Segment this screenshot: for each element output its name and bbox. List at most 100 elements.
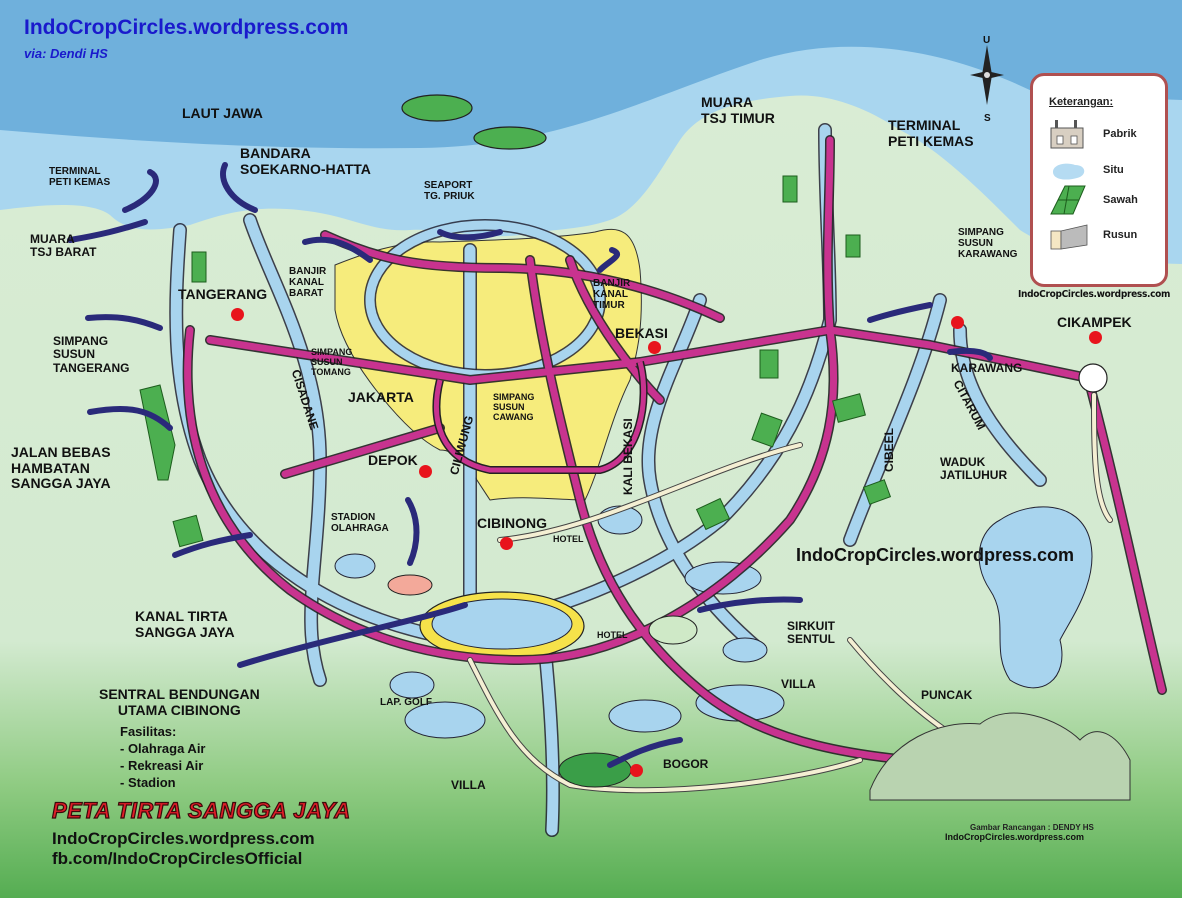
- label-line: TOMANG: [311, 367, 351, 378]
- label-lap-golf: LAP. GOLF: [380, 697, 433, 708]
- label-bandara: BANDARA SOEKARNO-HATTA: [240, 145, 371, 177]
- legend-item-rusun: Rusun: [1033, 219, 1165, 253]
- label-line: SOEKARNO-HATTA: [240, 160, 371, 177]
- label-line: BANJIR: [593, 278, 631, 289]
- label-line: KANAL: [289, 277, 324, 289]
- legend-label: Rusun: [1103, 229, 1138, 241]
- label-simpang-tomang: SIMPANG SUSUN TOMANG: [311, 347, 352, 377]
- label-cibeel: CIBEEL: [882, 427, 896, 472]
- compass-rose: [970, 45, 1004, 105]
- legend-item-pabrik: Pabrik: [1033, 118, 1165, 152]
- label-kanal-tirta: KANAL TIRTA SANGGA JAYA: [135, 608, 235, 640]
- label-line: SUSUN: [493, 402, 525, 413]
- label-cibinong: CIBINONG: [477, 515, 547, 531]
- credit-via: via: Dendi HS: [24, 46, 108, 61]
- watermark-center: IndoCropCircles.wordpress.com: [796, 545, 1075, 565]
- label-line: KARAWANG: [958, 249, 1018, 261]
- label-line: SEAPORT: [424, 180, 473, 191]
- label-line: CAWANG: [493, 412, 534, 423]
- footer-site: IndoCropCircles.wordpress.com: [52, 829, 315, 848]
- label-line: SIRKUIT: [787, 619, 835, 633]
- city-dot-cikampek: [1089, 331, 1102, 344]
- city-dot-bekasi: [648, 341, 661, 354]
- label-line: WADUK: [940, 455, 986, 469]
- label-simpang-cawang: SIMPANG SUSUN CAWANG: [493, 392, 534, 422]
- label-line: TIMUR: [593, 300, 625, 312]
- label-simpang-tangerang: SIMPANG SUSUN TANGERANG: [53, 334, 130, 375]
- label-villa-east: VILLA: [781, 677, 816, 691]
- legend-title: Keterangan:: [1049, 96, 1114, 108]
- label-banjir-barat: BANJIR KANAL BARAT: [289, 266, 326, 300]
- label-jalan-bebas: JALAN BEBAS HAMBATAN SANGGA JAYA: [11, 444, 111, 492]
- lake-icon: [1053, 163, 1085, 180]
- label-banjir-timur: BANJIR KANAL TIMUR: [593, 278, 630, 312]
- label-line: UTAMA CIBINONG: [117, 701, 241, 718]
- legend-label: Sawah: [1103, 194, 1138, 206]
- label-simpang-karawang: SIMPANG SUSUN KARAWANG: [958, 227, 1017, 261]
- city-dot-bogor: [630, 764, 643, 777]
- label-line: SANGGA JAYA: [135, 623, 235, 640]
- legend-item-situ: Situ: [1033, 154, 1165, 188]
- arrow-terminal-west: [122, 169, 159, 213]
- designer-credit: Gambar Rancangan : DENDY HS: [970, 823, 1094, 832]
- facilities-list: Fasilitas: - Olahraga Air - Rekreasi Air…: [120, 724, 205, 792]
- facilities-heading: Fasilitas:: [120, 724, 177, 739]
- label-line: SIMPANG: [53, 334, 109, 348]
- label-puncak: PUNCAK: [921, 688, 973, 702]
- label-line: PETI KEMAS: [49, 177, 111, 189]
- label-line: SIMPANG: [958, 227, 1004, 238]
- label-karawang: KARAWANG: [951, 361, 1023, 375]
- factory-icon: [1050, 120, 1084, 149]
- facility-item: - Rekreasi Air: [120, 757, 204, 773]
- site-title: IndoCropCircles.wordpress.com: [24, 16, 349, 39]
- label-terminal-west: TERMINAL PETI KEMAS: [49, 166, 110, 188]
- compass-south-label: S: [984, 113, 991, 124]
- label-bogor: BOGOR: [663, 757, 709, 771]
- facility-item: - Stadion: [120, 774, 176, 790]
- label-tangerang: TANGERANG: [178, 286, 268, 302]
- label-seaport: SEAPORT TG. PRIUK: [424, 180, 475, 202]
- legend-item-sawah: Sawah: [1033, 184, 1165, 218]
- label-line: PETI KEMAS: [888, 132, 974, 149]
- city-dot-cibinong: [500, 537, 513, 550]
- map-title: PETA TIRTA SANGGA JAYA: [51, 797, 351, 823]
- label-line: OLAHRAGA: [331, 523, 389, 535]
- city-dot-depok: [419, 465, 432, 478]
- apartment-icon: [1050, 224, 1088, 250]
- label-line: SUSUN: [53, 347, 96, 362]
- label-cikampek: CIKAMPEK: [1057, 314, 1132, 330]
- legend-label: Situ: [1103, 164, 1124, 176]
- label-line: SENTUL: [787, 632, 835, 647]
- label-line: MUARA: [30, 232, 75, 246]
- label-laut-jawa: LAUT JAWA: [182, 105, 263, 121]
- credit-site: IndoCropCircles.wordpress.com: [945, 832, 1085, 842]
- label-line: SUSUN: [958, 238, 994, 250]
- city-dot-karawang: [951, 316, 964, 329]
- label-line: TG. PRIUK: [424, 191, 475, 203]
- label-line: KANAL: [593, 289, 628, 301]
- label-line: BANJIR: [289, 266, 327, 277]
- label-line: BARAT: [289, 288, 324, 300]
- label-line: SANGGA JAYA: [11, 475, 111, 492]
- label-muara-timur: MUARA TSJ TIMUR: [701, 94, 775, 126]
- label-hotel-2: HOTEL: [597, 630, 628, 640]
- label-line: SIMPANG: [311, 347, 353, 357]
- label-depok: DEPOK: [368, 452, 418, 468]
- label-kali-bekasi: KALI BEKASI: [621, 418, 635, 495]
- label-waduk-jatiluhur: WADUK JATILUHUR: [940, 455, 1007, 483]
- label-line: SUSUN: [311, 357, 343, 368]
- compass-north-label: U: [983, 35, 991, 46]
- label-muara-barat: MUARA TSJ BARAT: [30, 232, 96, 260]
- label-line: SENTRAL BENDUNGAN: [99, 686, 260, 702]
- label-line: JALAN BEBAS: [11, 444, 111, 460]
- label-line: TERMINAL: [49, 166, 101, 177]
- label-line: TERMINAL: [888, 117, 961, 133]
- label-line: HAMBATAN: [11, 459, 90, 476]
- island-1: [401, 94, 473, 122]
- facility-item: - Olahraga Air: [120, 740, 206, 756]
- footer-fb: fb.com/IndoCropCirclesOfficial: [52, 849, 303, 868]
- label-line: MUARA: [701, 94, 754, 110]
- label-line: TANGERANG: [53, 360, 130, 375]
